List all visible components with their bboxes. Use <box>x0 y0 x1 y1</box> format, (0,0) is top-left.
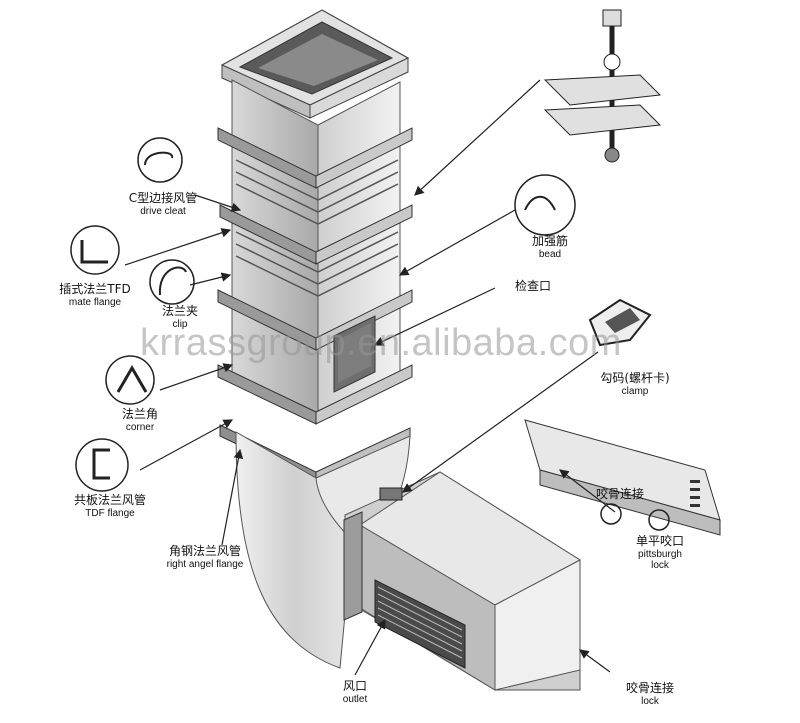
label-outlet-zh: 风口 <box>342 679 367 693</box>
label-inspection-door-zh: 检查口 <box>514 279 551 293</box>
label-drive-cleat-en: drive cleat <box>140 205 186 217</box>
inspection-door <box>333 315 376 393</box>
tdf-flange-icon <box>75 438 129 492</box>
label-bead: 加强筋 bead <box>510 234 590 260</box>
outlet-grille <box>374 579 466 669</box>
clip-icon <box>149 259 195 305</box>
flange-ring-4 <box>217 364 413 425</box>
label-pittsburgh-lock-en: pittsburgh lock <box>638 548 682 572</box>
label-right-angle-flange-en: right angel flange <box>166 558 244 570</box>
label-pittsburgh-inner: 咬骨连接 <box>580 487 660 502</box>
label-inspection-door: 检查口 <box>498 279 568 294</box>
label-right-angle-flange: 角钢法兰风管 right angel flange <box>145 544 265 570</box>
label-clamp-en: clamp <box>621 385 649 397</box>
top-collar <box>220 9 410 119</box>
label-bead-zh: 加强筋 <box>531 234 568 248</box>
label-lock-bottom-en: lock <box>641 695 659 707</box>
label-lock-bottom-zh: 咬骨连接 <box>625 681 674 695</box>
pittsburgh-detail <box>524 419 721 536</box>
label-right-angle-flange-zh: 角钢法兰风管 <box>168 544 241 558</box>
corner-icon <box>105 355 155 405</box>
label-outlet: 风口 outlet <box>320 679 390 705</box>
clamp-on-duct <box>379 487 403 501</box>
label-bead-en: bead <box>538 248 562 260</box>
label-outlet-en: outlet <box>342 693 368 705</box>
flange-ring-1 <box>217 127 413 189</box>
label-lock-bottom: 咬骨连接 lock <box>610 681 690 707</box>
label-clamp-zh: 勾码(螺杆卡) <box>600 371 670 385</box>
label-mate-flange-zh: 插式法兰TFD <box>59 282 131 296</box>
label-tdf-flange-en: TDF flange <box>85 507 135 519</box>
bolt-detail <box>543 9 662 163</box>
bead-icon <box>514 174 576 236</box>
label-tdf-flange-zh: 共板法兰风管 <box>73 493 146 507</box>
label-drive-cleat-zh: C型边接风管 <box>128 191 198 205</box>
label-mate-flange-en: mate flange <box>68 296 122 308</box>
watermark: krrassgroup.en.alibaba.com <box>140 322 622 364</box>
label-tdf-flange: 共板法兰风管 TDF flange <box>55 493 165 519</box>
label-mate-flange: 插式法兰TFD mate flange <box>40 282 150 308</box>
label-drive-cleat: C型边接风管 drive cleat <box>108 191 218 217</box>
label-clip-zh: 法兰夹 <box>161 304 198 318</box>
leader-lines <box>124 79 616 676</box>
label-pittsburgh-lock: 单平咬口 pittsburgh lock <box>615 534 705 572</box>
drive-cleat-icon <box>137 137 183 183</box>
flange-ring-2 <box>219 204 413 265</box>
label-clip: 法兰夹 clip <box>140 304 220 330</box>
label-pittsburgh-lock-zh: 单平咬口 <box>635 534 684 548</box>
label-corner-en: corner <box>125 421 155 433</box>
label-clip-en: clip <box>172 318 188 330</box>
label-corner-zh: 法兰角 <box>121 407 158 421</box>
label-corner: 法兰角 corner <box>100 407 180 433</box>
label-clamp: 勾码(螺杆卡) clamp <box>590 371 680 397</box>
bead-stripes <box>235 159 399 297</box>
mate-flange-icon <box>70 225 120 275</box>
label-pittsburgh-inner-zh: 咬骨连接 <box>595 487 644 501</box>
clamp-detail-icon <box>588 298 652 347</box>
